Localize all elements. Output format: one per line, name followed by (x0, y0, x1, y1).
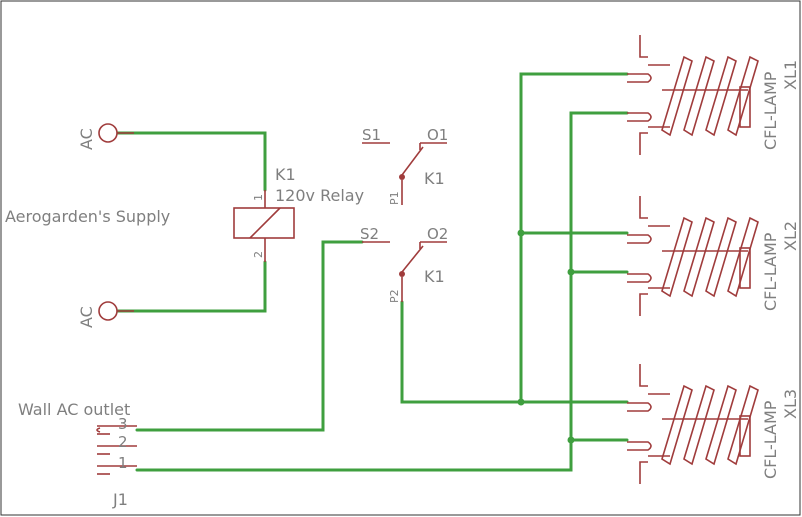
junction (567, 268, 575, 276)
wire-ac-bottom-relay (116, 260, 267, 313)
ac-terminal-top: AC (77, 123, 134, 150)
lamp-name-label: XL3 (781, 389, 800, 419)
relay-name: K1 (275, 165, 296, 184)
switch-blade-icon (401, 146, 424, 176)
switch1-s-label: S1 (362, 126, 381, 144)
outlet-pin-2: 2 (97, 433, 137, 455)
switch2-s-label: S2 (360, 225, 379, 243)
relay-pin-top: 1 (252, 194, 265, 201)
wire-outlet-neutral (135, 111, 629, 472)
wall-outlet: Wall AC outlet 3 2 1 J1 (18, 400, 137, 509)
terminal-label: AC (77, 306, 96, 328)
junction (517, 398, 525, 406)
switch1-p-label: P1 (388, 191, 401, 205)
switch-blade-icon (401, 245, 424, 273)
lamp-name-label: XL2 (781, 221, 800, 251)
junction (567, 436, 575, 444)
junction (517, 229, 525, 237)
outlet-name: J1 (112, 490, 128, 509)
wire-hot-bus (519, 72, 629, 404)
switch1-name: K1 (424, 169, 445, 188)
switch2-o-label: O2 (427, 225, 448, 243)
terminal-circle-icon (98, 123, 118, 143)
wire-p2-hot (400, 300, 629, 404)
svg-text:1: 1 (118, 454, 128, 472)
cfl-lamp-icon (627, 364, 759, 484)
relay-switch-2: S2 O2 P2 K1 (360, 225, 448, 303)
wire-outlet-s2 (135, 240, 364, 432)
outlet-label: Wall AC outlet (18, 400, 130, 419)
terminal-label: AC (77, 128, 96, 150)
switch2-p-label: P2 (388, 289, 401, 303)
svg-text:3: 3 (118, 415, 128, 433)
lamp-type-label: CFL-LAMP (761, 71, 780, 150)
relay-value: 120v Relay (275, 186, 364, 205)
svg-text:2: 2 (118, 433, 128, 451)
relay-coil: 1 2 K1 120v Relay (233, 165, 364, 262)
wire-ac-top-relay (116, 131, 267, 192)
wires (116, 72, 629, 472)
ac-terminal-bottom: AC (77, 301, 134, 328)
outlet-pin-1: 1 (97, 454, 137, 475)
relay-pin-bottom: 2 (252, 251, 265, 258)
relay-switch-1: S1 O1 P1 K1 (362, 126, 448, 205)
terminal-circle-icon (98, 301, 118, 321)
supply-label: Aerogarden's Supply (5, 207, 170, 226)
cfl-lamp-icon (627, 196, 759, 316)
lamp-type-label: CFL-LAMP (761, 232, 780, 311)
switch1-o-label: O1 (427, 126, 448, 144)
lamp-type-label: CFL-LAMP (761, 400, 780, 479)
outlet-pin-3: 3 (96, 415, 137, 435)
cfl-lamp-icon (627, 35, 759, 155)
relay-coil-icon (233, 207, 295, 239)
switch2-name: K1 (424, 267, 445, 286)
lamp-name-label: XL1 (781, 60, 800, 90)
